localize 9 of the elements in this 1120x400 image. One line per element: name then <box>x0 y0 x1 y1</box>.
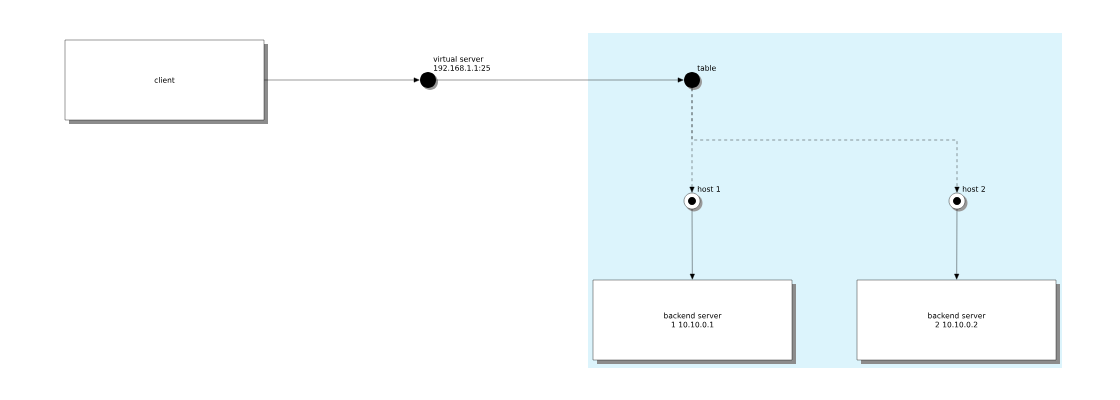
point <box>684 72 702 90</box>
point <box>420 72 438 90</box>
target-point <box>683 192 703 212</box>
arrow <box>954 209 960 280</box>
arrow <box>264 77 420 83</box>
arrow <box>436 77 684 83</box>
arrow <box>689 209 695 280</box>
arrow <box>691 88 960 193</box>
target-point <box>948 192 968 212</box>
